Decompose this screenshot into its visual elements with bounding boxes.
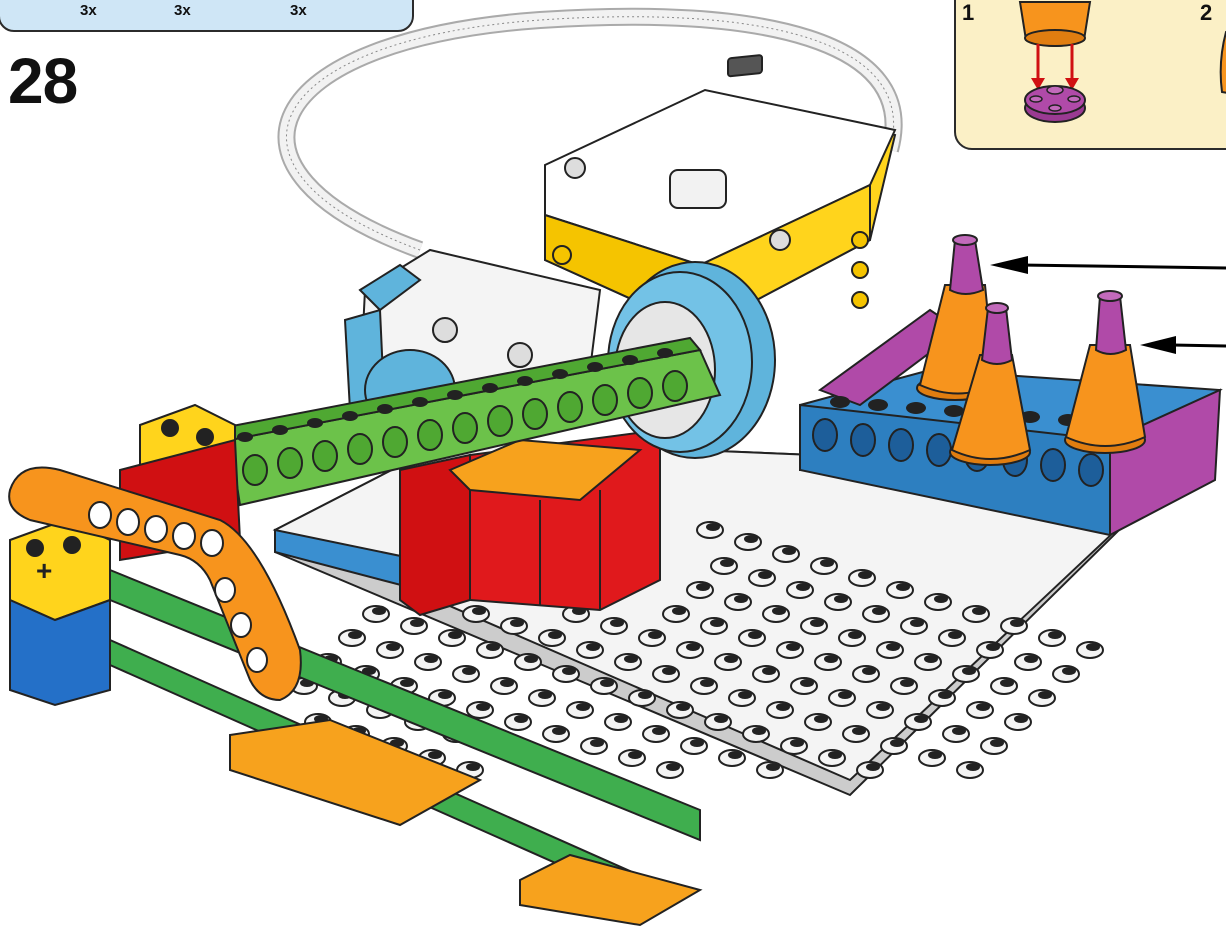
cone — [1065, 291, 1145, 453]
svg-text:+: + — [36, 555, 52, 586]
left-stack: + — [10, 520, 110, 705]
